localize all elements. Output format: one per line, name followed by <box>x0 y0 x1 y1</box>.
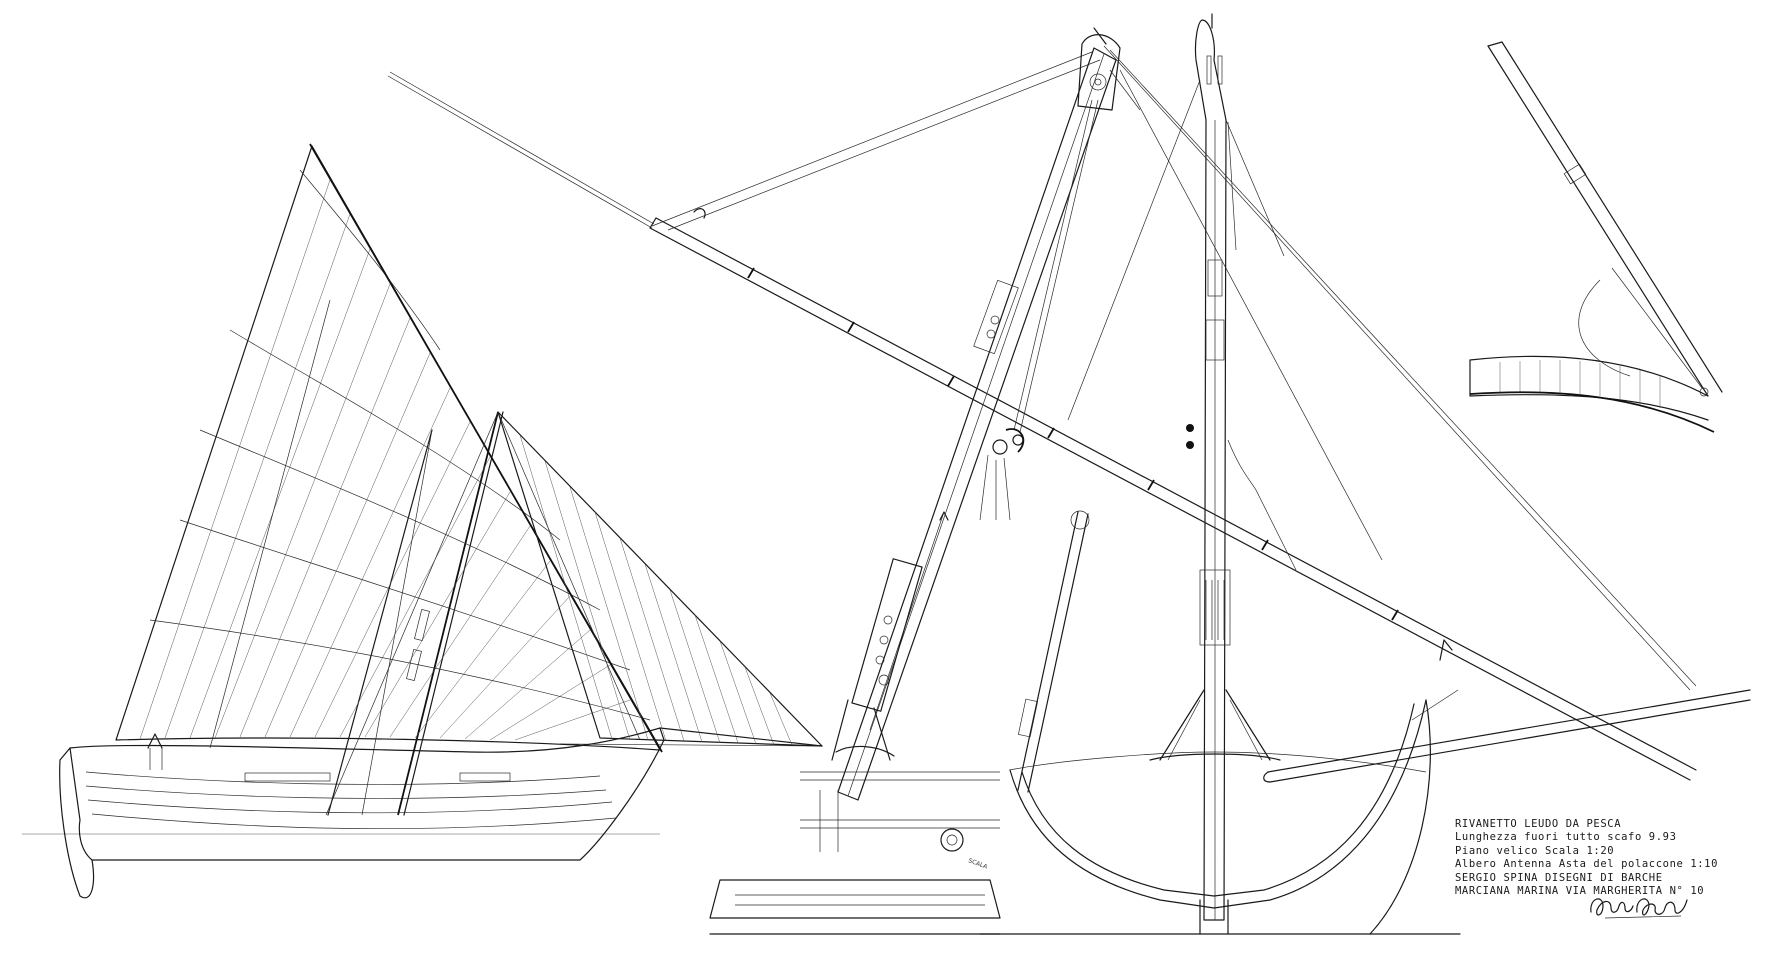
main-mast <box>397 411 499 816</box>
rudder <box>59 747 95 899</box>
antenna-detail <box>387 51 1697 781</box>
yard-head-detail <box>1469 41 1723 433</box>
mast-detail-inclined: SCALA <box>709 27 1383 935</box>
caption-length: Lunghezza fuori tutto scafo 9.93 <box>1455 831 1677 844</box>
caption-detail-scale: Albero Antenna Asta del polaccone 1:10 <box>1455 858 1719 871</box>
jib-sail <box>497 411 823 747</box>
hull-section <box>1009 699 1427 909</box>
sail-plan-view <box>22 143 823 899</box>
lateen-sail <box>115 145 661 751</box>
forestay <box>1103 45 1691 691</box>
drawing-caption: RIVANETTO LEUDO DA PESCA Lunghezza fuori… <box>1455 818 1755 898</box>
caption-scale: Piano velico Scala 1:20 <box>1455 844 1615 857</box>
caption-title: RIVANETTO LEUDO DA PESCA <box>1455 818 1622 830</box>
hull-outline <box>69 727 665 861</box>
antenna-yard <box>309 143 663 753</box>
caption-author: SERGIO SPINA DISEGNI DI BARCHE <box>1455 871 1663 884</box>
inclined-spar <box>1017 510 1090 793</box>
signature <box>1590 898 1688 919</box>
caption-address: MARCIANA MARINA VIA MARGHERITA N° 10 <box>1455 885 1705 898</box>
mast-detail-vertical <box>979 13 1751 935</box>
block-tag: SCALA <box>967 857 989 871</box>
